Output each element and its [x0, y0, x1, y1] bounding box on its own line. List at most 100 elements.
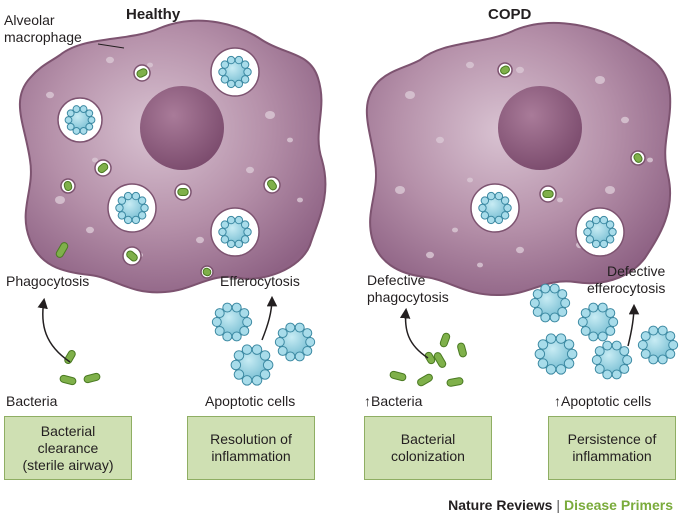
- apoptotic-cell: [637, 325, 679, 365]
- apoptotic-cell: [274, 322, 316, 362]
- apoptotic-bleb: [214, 325, 225, 336]
- bacterium-body: [439, 332, 451, 348]
- apoptotic-bleb: [500, 196, 510, 205]
- publisher-name: Nature Reviews: [448, 497, 553, 513]
- granule: [106, 56, 114, 64]
- apoptotic-bleb: [585, 220, 595, 229]
- granule: [147, 62, 153, 68]
- apoptotic-bleb: [608, 317, 619, 327]
- bacterium-body: [424, 351, 436, 365]
- copd-bacteria-label: ↑Bacteria: [364, 393, 423, 409]
- bacterium-body: [433, 352, 447, 368]
- apoptotic-cells-label: Apoptotic cells: [205, 393, 296, 409]
- apoptotic-bleb: [234, 215, 244, 225]
- apoptotic-bleb: [588, 302, 599, 313]
- granule: [605, 186, 615, 194]
- apoptotic-bleb: [605, 235, 615, 244]
- bacterium: [83, 372, 101, 384]
- apoptotic-bleb: [503, 203, 512, 213]
- apoptotic-bleb: [137, 211, 147, 220]
- alveolar-macrophage-label: Alveolar macrophage: [4, 12, 82, 45]
- apoptotic-bleb: [622, 355, 633, 365]
- bacterium: [633, 153, 643, 163]
- apoptotic-bleb: [560, 298, 571, 308]
- apoptotic-cell: [230, 344, 274, 386]
- apoptotic-bleb: [668, 340, 679, 350]
- apoptotic-bleb: [305, 337, 316, 347]
- apoptotic-bleb: [537, 339, 549, 350]
- apoptotic-bleb: [226, 215, 236, 225]
- granule: [46, 91, 54, 99]
- bacterium: [126, 250, 138, 262]
- bacterium-body: [542, 190, 554, 198]
- apoptotic-bleb: [583, 227, 592, 237]
- apoptotic-bleb: [597, 331, 608, 342]
- granule: [426, 251, 434, 259]
- apoptotic-bleb: [611, 369, 622, 380]
- granule: [647, 157, 653, 163]
- apoptotic-bleb: [532, 306, 543, 317]
- apoptotic-bleb: [231, 302, 242, 313]
- apoptotic-bleb: [599, 239, 609, 249]
- apoptotic-bleb: [555, 364, 567, 375]
- apoptotic-bleb: [259, 369, 271, 380]
- apoptotic-bleb: [494, 215, 504, 225]
- apoptotic-bleb: [591, 215, 601, 225]
- apoptotic-bleb: [72, 127, 81, 135]
- apoptotic-bleb: [619, 346, 630, 357]
- bacterium: [64, 349, 76, 365]
- apoptotic-bleb: [239, 308, 250, 319]
- apoptotic-bleb: [611, 340, 622, 351]
- bacterium: [433, 352, 447, 368]
- apoptotic-bleb: [529, 298, 540, 308]
- apoptotic-bleb: [240, 235, 250, 244]
- apoptotic-bleb: [241, 375, 253, 386]
- bacterium-body: [55, 242, 69, 258]
- apoptotic-bleb: [540, 283, 551, 294]
- granule: [516, 66, 524, 74]
- apoptotic-bleb: [140, 203, 149, 213]
- healthy-title: Healthy: [126, 6, 181, 23]
- apoptotic-bleb: [277, 328, 288, 339]
- apoptotic-bleb: [585, 235, 595, 244]
- apoptotic-bleb: [131, 215, 141, 225]
- apoptotic-bleb: [540, 312, 551, 323]
- apoptotic-bleb: [79, 127, 88, 135]
- apoptotic-cell: [211, 302, 253, 342]
- increase-arrow-icon: ↑: [554, 393, 561, 409]
- bacterium: [177, 188, 189, 196]
- apoptotic-bleb: [262, 359, 274, 371]
- bacteria-label: Bacteria: [6, 393, 58, 409]
- apoptotic-bleb: [243, 67, 252, 77]
- apoptotic-bleb: [591, 239, 601, 249]
- apoptotic-bleb: [532, 289, 543, 300]
- series-name: Disease Primers: [564, 497, 673, 513]
- apoptotic-bleb: [234, 239, 244, 249]
- apoptotic-bleb: [222, 302, 233, 313]
- granule: [287, 137, 293, 143]
- apoptotic-bleb: [608, 227, 617, 237]
- apoptotic-bleb: [500, 211, 510, 220]
- granule: [467, 177, 473, 183]
- apoptotic-bleb: [220, 220, 230, 229]
- apoptotic-bleb: [294, 351, 305, 362]
- apoptotic-bleb: [557, 289, 568, 300]
- apoptotic-bleb: [79, 105, 88, 113]
- bacterium: [439, 332, 451, 348]
- apoptotic-bleb: [494, 191, 504, 201]
- apoptotic-bleb: [259, 350, 271, 361]
- granule: [246, 166, 254, 174]
- apoptotic-bleb: [480, 196, 490, 205]
- bacterium-body: [446, 377, 464, 387]
- apoptotic-bleb: [285, 351, 296, 362]
- apoptotic-bleb: [555, 333, 567, 344]
- bacterium-body: [202, 267, 212, 277]
- bacterium: [446, 377, 464, 387]
- apoptotic-bleb: [123, 191, 133, 201]
- apoptotic-bleb: [480, 211, 490, 220]
- apoptotic-bleb: [220, 60, 230, 69]
- apoptotic-bleb: [233, 369, 245, 380]
- apoptotic-bleb: [72, 105, 81, 113]
- apoptotic-bleb: [537, 358, 549, 369]
- apoptotic-bleb: [637, 340, 648, 350]
